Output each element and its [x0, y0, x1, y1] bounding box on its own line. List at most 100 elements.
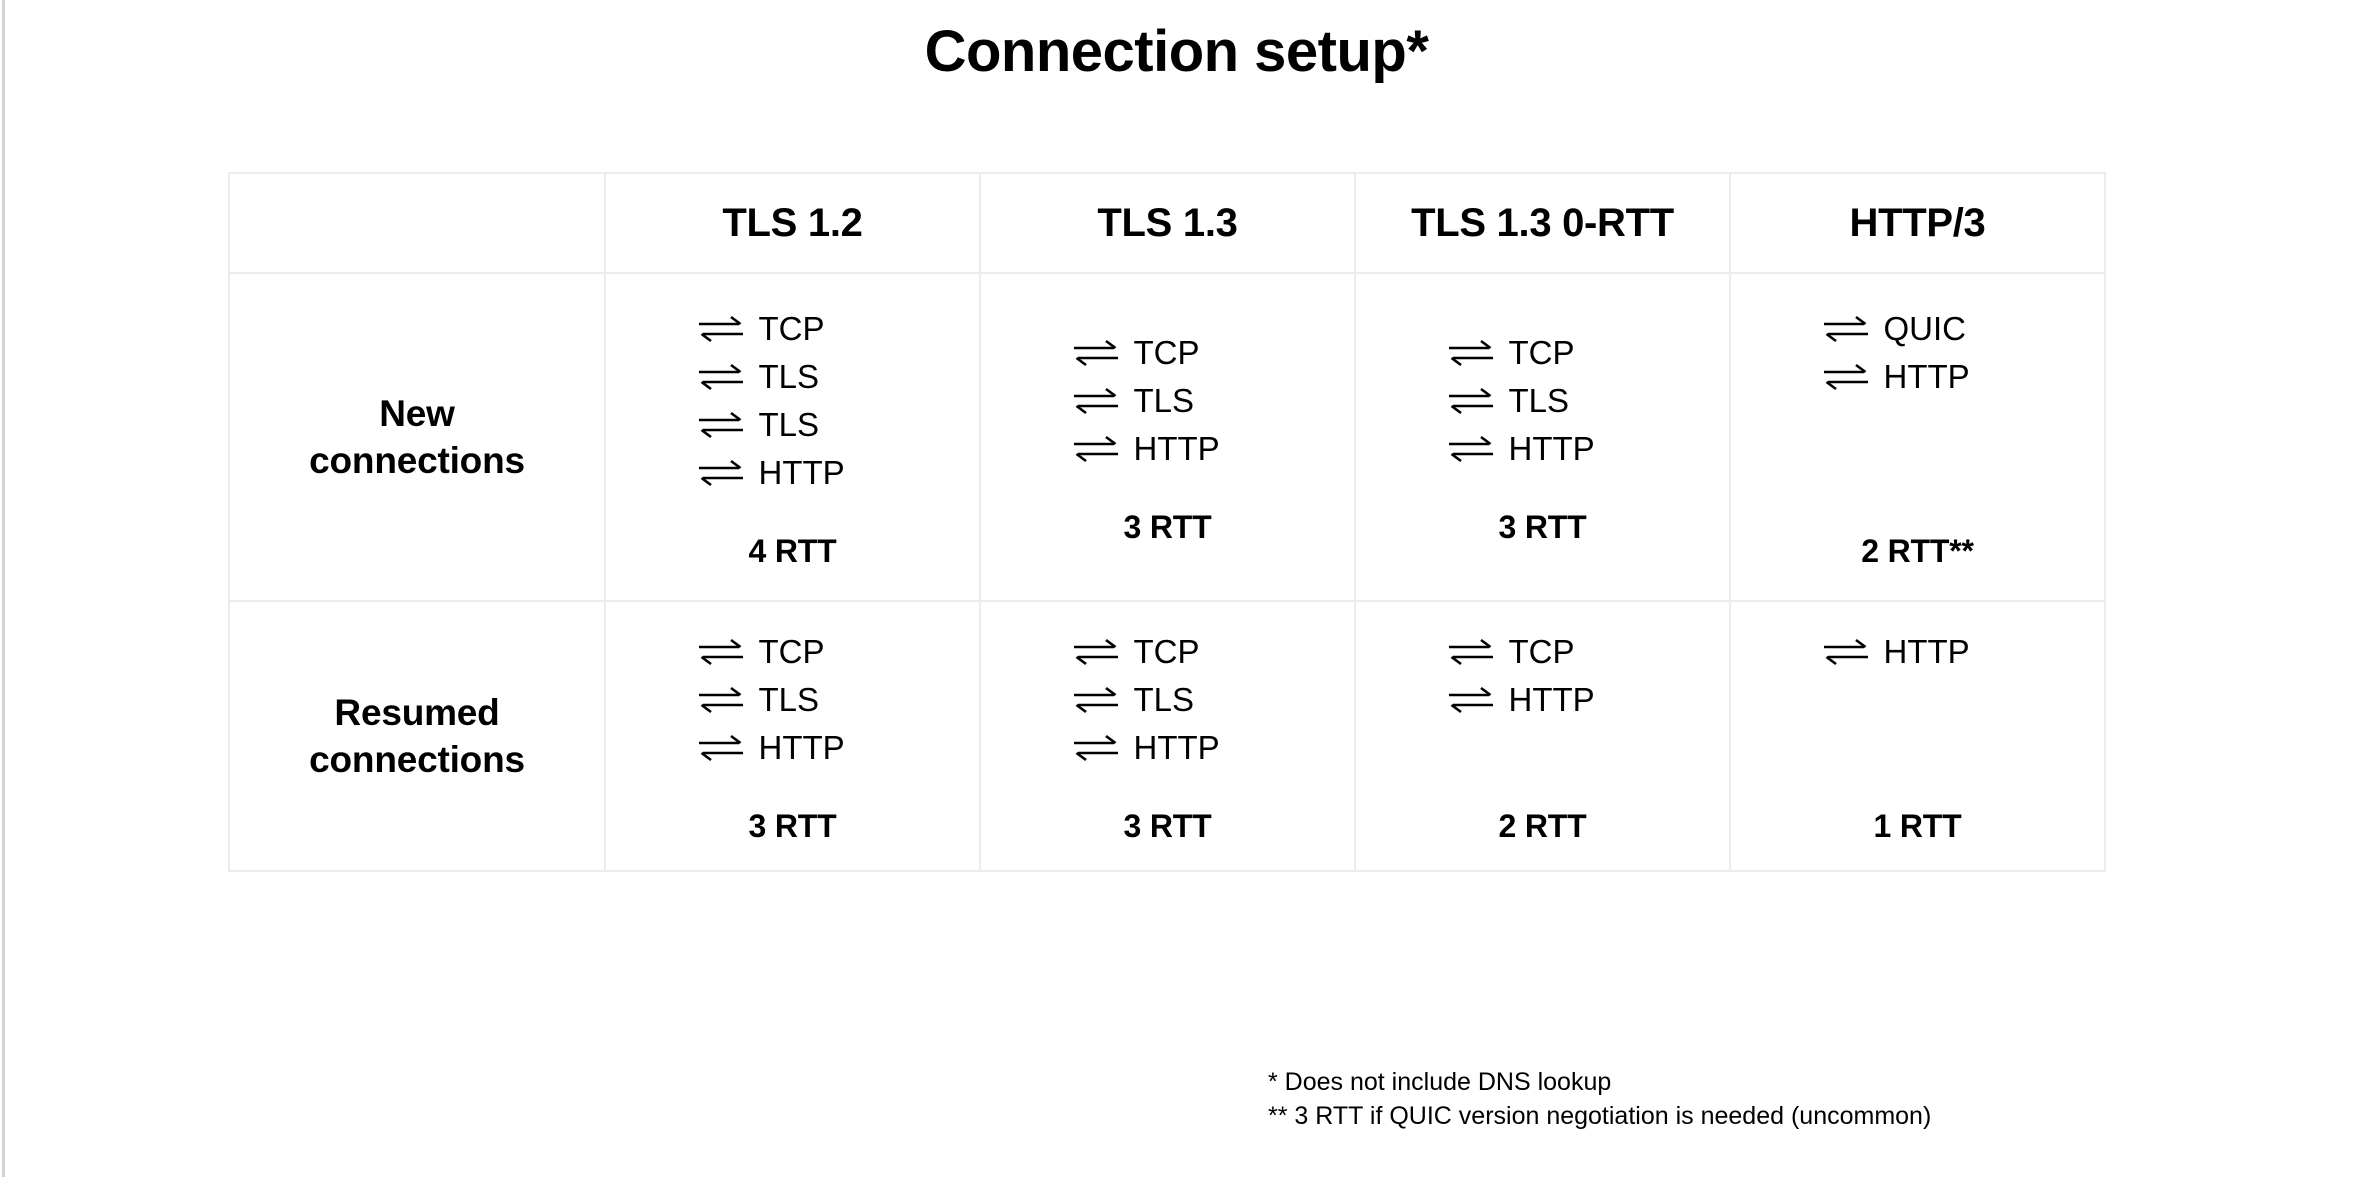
- step-item: TCP: [689, 305, 897, 353]
- column-header-tls12: TLS 1.2: [604, 172, 981, 274]
- step-list: TCP TLS HTTP: [606, 628, 979, 772]
- step-item: TLS: [1064, 676, 1272, 724]
- connection-setup-table-wrapper: TLS 1.2 TLS 1.3 TLS 1.3 0-RTT HTTP/3 New…: [228, 172, 2106, 872]
- step-item: HTTP: [1064, 425, 1272, 473]
- step-label: HTTP: [1508, 681, 1595, 718]
- step-label: HTTP: [1883, 633, 1970, 670]
- row-label-resumed-connections: Resumed connections: [228, 600, 606, 872]
- step-item: QUIC: [1814, 305, 2022, 353]
- cell-new-tls12: TCP TLS TLS: [604, 272, 981, 602]
- bidirectional-roundtrip-arrow-icon: [697, 635, 745, 669]
- column-header-tls13-0rtt: TLS 1.3 0-RTT: [1354, 172, 1731, 274]
- row-label-line2: connections: [309, 739, 525, 780]
- step-list: TCP TLS HTTP: [981, 628, 1354, 772]
- bidirectional-roundtrip-arrow-icon: [1072, 336, 1120, 370]
- bidirectional-roundtrip-arrow-icon: [1447, 336, 1495, 370]
- step-label: TCP: [1133, 633, 1200, 670]
- cell-new-tls13: TCP TLS HTTP: [979, 272, 1356, 602]
- footnote-quic-version-negotiation: ** 3 RTT if QUIC version negotiation is …: [1268, 1101, 1932, 1130]
- step-item: TLS: [689, 353, 897, 401]
- step-item: TCP: [689, 628, 897, 676]
- step-item: HTTP: [1439, 676, 1647, 724]
- step-list: TCP TLS TLS: [606, 305, 979, 497]
- rtt-value: 4 RTT: [748, 532, 837, 569]
- step-item: HTTP: [689, 724, 897, 772]
- cell-resumed-tls12: TCP TLS HTTP: [604, 600, 981, 872]
- row-label-line1: Resumed: [334, 691, 500, 733]
- step-item: TLS: [689, 676, 897, 724]
- step-item: TLS: [1439, 377, 1647, 425]
- bidirectional-roundtrip-arrow-icon: [1072, 384, 1120, 418]
- step-label: TCP: [758, 633, 825, 670]
- table-header-row: TLS 1.2 TLS 1.3 TLS 1.3 0-RTT HTTP/3: [228, 172, 2106, 274]
- cell-resumed-http3: HTTP 1 RTT: [1729, 600, 2106, 872]
- step-label: TCP: [1508, 334, 1575, 371]
- bidirectional-roundtrip-arrow-icon: [1822, 635, 1870, 669]
- step-label: HTTP: [758, 454, 845, 491]
- step-label: QUIC: [1883, 310, 1967, 347]
- step-label: HTTP: [1883, 358, 1970, 395]
- step-item: TCP: [1064, 329, 1272, 377]
- step-item: TCP: [1439, 628, 1647, 676]
- bidirectional-roundtrip-arrow-icon: [1447, 432, 1495, 466]
- rtt-value: 2 RTT: [1498, 807, 1587, 844]
- step-list: TCP HTTP: [1356, 628, 1729, 724]
- step-item: TCP: [1064, 628, 1272, 676]
- row-label-line2: connections: [309, 440, 525, 481]
- step-item: HTTP: [1439, 425, 1647, 473]
- row-label-new-connections: New connections: [228, 272, 606, 602]
- column-header-tls13: TLS 1.3: [979, 172, 1356, 274]
- step-label: TLS: [1508, 382, 1570, 419]
- rtt-value: 3 RTT: [748, 807, 837, 844]
- step-label: TLS: [758, 681, 820, 718]
- step-item: TLS: [1064, 377, 1272, 425]
- rtt-value: 3 RTT: [1498, 508, 1587, 545]
- bidirectional-roundtrip-arrow-icon: [1072, 432, 1120, 466]
- row-label-line1: New: [379, 392, 455, 434]
- cell-new-http3: QUIC HTTP 2 RTT**: [1729, 272, 2106, 602]
- table-row: New connections TCP: [228, 272, 2106, 602]
- cell-resumed-tls13-0rtt: TCP HTTP 2 RTT: [1354, 600, 1731, 872]
- column-header-http3: HTTP/3: [1729, 172, 2106, 274]
- slide-edge-line: [2, 0, 5, 1177]
- rtt-value: 2 RTT**: [1861, 532, 1974, 569]
- bidirectional-roundtrip-arrow-icon: [1072, 635, 1120, 669]
- step-label: TCP: [1508, 633, 1575, 670]
- bidirectional-roundtrip-arrow-icon: [1822, 312, 1870, 346]
- step-item: HTTP: [689, 449, 897, 497]
- bidirectional-roundtrip-arrow-icon: [1447, 384, 1495, 418]
- cell-new-tls13-0rtt: TCP TLS HTTP: [1354, 272, 1731, 602]
- bidirectional-roundtrip-arrow-icon: [697, 683, 745, 717]
- bidirectional-roundtrip-arrow-icon: [697, 312, 745, 346]
- step-item: HTTP: [1814, 353, 2022, 401]
- step-item: HTTP: [1064, 724, 1272, 772]
- bidirectional-roundtrip-arrow-icon: [1447, 635, 1495, 669]
- step-item: TLS: [689, 401, 897, 449]
- bidirectional-roundtrip-arrow-icon: [697, 408, 745, 442]
- footnote-dns-lookup: * Does not include DNS lookup: [1268, 1068, 1612, 1096]
- bidirectional-roundtrip-arrow-icon: [697, 731, 745, 765]
- bidirectional-roundtrip-arrow-icon: [697, 456, 745, 490]
- table-row: Resumed connections TCP: [228, 600, 2106, 872]
- step-label: TCP: [1133, 334, 1200, 371]
- step-item: TCP: [1439, 329, 1647, 377]
- step-list: TCP TLS HTTP: [981, 329, 1354, 473]
- bidirectional-roundtrip-arrow-icon: [1447, 683, 1495, 717]
- bidirectional-roundtrip-arrow-icon: [1822, 360, 1870, 394]
- table-header: TLS 1.2 TLS 1.3 TLS 1.3 0-RTT HTTP/3: [228, 172, 2106, 274]
- step-label: TLS: [1133, 382, 1195, 419]
- step-label: HTTP: [1133, 430, 1220, 467]
- bidirectional-roundtrip-arrow-icon: [697, 360, 745, 394]
- step-list: TCP TLS HTTP: [1356, 329, 1729, 473]
- step-label: TCP: [758, 310, 825, 347]
- bidirectional-roundtrip-arrow-icon: [1072, 731, 1120, 765]
- table-corner-header: [228, 172, 606, 274]
- rtt-value: 3 RTT: [1123, 508, 1212, 545]
- step-item: HTTP: [1814, 628, 2022, 676]
- step-list: HTTP: [1731, 628, 2104, 676]
- table-body: New connections TCP: [228, 272, 2106, 872]
- connection-setup-table: TLS 1.2 TLS 1.3 TLS 1.3 0-RTT HTTP/3 New…: [228, 172, 2106, 872]
- footnotes: * Does not include DNS lookup ** 3 RTT i…: [1268, 1066, 1931, 1134]
- step-label: HTTP: [758, 729, 845, 766]
- step-label: TLS: [758, 406, 820, 443]
